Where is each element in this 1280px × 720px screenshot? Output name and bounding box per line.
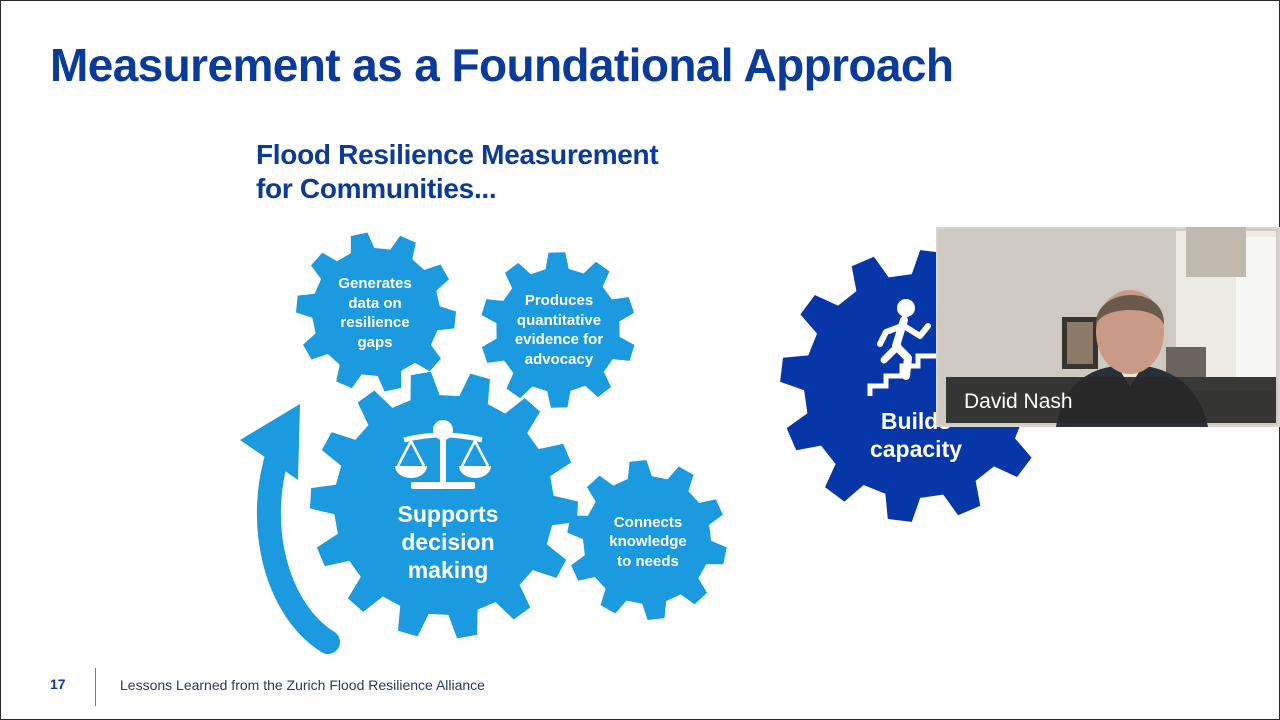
- slide-title: Measurement as a Foundational Approach: [50, 39, 954, 91]
- participant-name-backdrop: [946, 377, 1276, 423]
- gear-produces-line: Produces: [524, 292, 594, 309]
- gear-shape: [310, 371, 578, 639]
- subtitle-line-1: Flood Resilience Measurement: [256, 139, 659, 170]
- gear-shape: [567, 460, 727, 620]
- page-number: 17: [50, 676, 66, 692]
- participant-video-tile[interactable]: [936, 227, 1280, 427]
- gear-produces-label: Produces quantitative evidence for advoc…: [488, 288, 630, 372]
- gear-supports-line: decision: [401, 529, 495, 555]
- gear-connects-knowledge: [567, 460, 727, 620]
- gear-builds-line: capacity: [869, 436, 963, 462]
- gear-generates-line: Generates: [338, 275, 412, 292]
- gear-produces-line: advocacy: [524, 350, 594, 368]
- gear-generates-line: data on: [348, 294, 402, 312]
- gear-generates-line: resilience: [340, 314, 410, 331]
- gear-generates-data: [296, 232, 456, 392]
- stairs-climber-icon: [867, 299, 936, 396]
- gear-connects-line: to needs: [617, 552, 679, 570]
- gear-builds-label: Builds capacity: [846, 404, 986, 466]
- gear-generates-label: Generates data on resilience gaps: [305, 271, 445, 355]
- gear-connects-line: Connects: [613, 513, 683, 531]
- subtitle-line-2: for Communities...: [256, 173, 497, 204]
- gear-shape: [481, 252, 635, 408]
- gear-generates-line: gaps: [357, 333, 393, 351]
- gear-connects-label: Connects knowledge to needs: [577, 511, 719, 573]
- participant-name-label: David Nash: [964, 390, 1073, 413]
- gear-supports-decision: [310, 371, 578, 639]
- gear-supports-line: making: [407, 557, 489, 583]
- gear-produces-line: evidence for: [514, 331, 604, 348]
- cycle-arrow-icon: [240, 404, 340, 654]
- gear-supports-label: Supports decision making: [363, 498, 533, 586]
- slide-subtitle: Flood Resilience Measurement for Communi…: [256, 138, 659, 206]
- footer-caption: Lessons Learned from the Zurich Flood Re…: [120, 677, 485, 693]
- gear-connects-line: knowledge: [609, 533, 687, 551]
- gear-produces-evidence: [481, 252, 635, 408]
- gear-shape: [296, 232, 456, 392]
- footer-divider: [95, 668, 96, 706]
- gear-produces-line: quantitative: [516, 311, 602, 329]
- scales-icon: [395, 420, 491, 489]
- gear-supports-line: Supports: [397, 501, 499, 527]
